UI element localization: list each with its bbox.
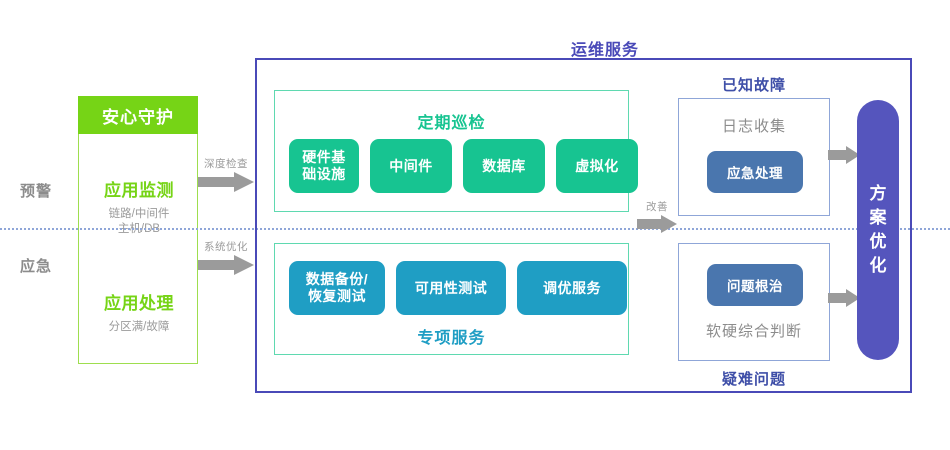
stage-label-emergency: 应急	[19, 258, 52, 275]
arrow-improve: 改善	[637, 201, 677, 233]
assurance-block-handling[interactable]: 应用处理 分区满/故障	[79, 289, 199, 335]
arrow-known-to-optimization	[828, 146, 860, 164]
stage-label-warning: 预警	[19, 183, 52, 200]
panel-special-service: 数据备份/ 恢复测试 可用性测试 调优服务 专项服务	[274, 243, 629, 355]
pill-char-2: 案	[869, 208, 887, 227]
assurance-block-monitor-sub: 链路/中间件 主机/DB	[79, 207, 199, 237]
chip-label-line-2: 恢复测试	[307, 288, 366, 304]
chip-label-line-1: 硬件基	[302, 149, 346, 165]
chip-virtualization[interactable]: 虚拟化	[556, 139, 638, 193]
assurance-block-monitor[interactable]: 应用监测 链路/中间件 主机/DB	[79, 176, 199, 237]
chip-availability-test[interactable]: 可用性测试	[396, 261, 506, 315]
arrow-right-icon	[828, 146, 860, 164]
chip-database[interactable]: 数据库	[463, 139, 545, 193]
assurance-group: 安心守护 应用监测 链路/中间件 主机/DB 应用处理 分区满/故障	[78, 96, 198, 364]
ops-service-frame	[255, 58, 912, 393]
known-fault-sub-label: 日志收集	[721, 118, 786, 135]
emergency-handling-button[interactable]: 应急处理	[707, 151, 803, 193]
chip-row-inspection: 硬件基 础设施 中间件 数据库 虚拟化	[289, 139, 638, 193]
chip-label-line-2: 础设施	[302, 166, 346, 182]
pill-char-1: 方	[869, 184, 887, 203]
arrow-system-optimize-label: 系统优化	[204, 241, 248, 253]
chip-tuning-service[interactable]: 调优服务	[517, 261, 627, 315]
chip-data-backup-recovery-test[interactable]: 数据备份/ 恢复测试	[289, 261, 385, 315]
arrow-right-icon	[198, 172, 254, 192]
chip-label: 调优服务	[543, 279, 601, 296]
chip-row-special: 数据备份/ 恢复测试 可用性测试 调优服务	[289, 261, 627, 315]
sub-line-1: 链路/中间件	[108, 208, 170, 220]
assurance-block-handling-title: 应用处理	[104, 294, 174, 313]
panel-regular-inspection-title: 定期巡检	[417, 115, 486, 132]
known-fault-box: 日志收集 应急处理	[678, 98, 830, 216]
hard-problem-box: 问题根治 软硬综合判断	[678, 243, 830, 361]
hard-problem-caption: 疑难问题	[721, 371, 786, 388]
optimization-pill[interactable]: 方 案 优 化	[857, 100, 899, 360]
assurance-block-monitor-title: 应用监测	[104, 181, 174, 200]
arrow-right-icon	[828, 289, 860, 307]
chip-middleware[interactable]: 中间件	[370, 139, 452, 193]
arrow-improve-label: 改善	[646, 201, 668, 213]
assurance-block-handling-sub: 分区满/故障	[108, 321, 170, 333]
stage-divider	[0, 228, 950, 230]
known-fault-caption: 已知故障	[721, 77, 786, 94]
chip-label: 可用性测试	[414, 279, 488, 296]
chip-label: 中间件	[389, 157, 433, 174]
arrow-right-icon	[198, 255, 254, 275]
assurance-body: 应用监测 链路/中间件 主机/DB 应用处理 分区满/故障	[78, 134, 198, 364]
pill-char-4: 化	[869, 256, 887, 275]
pill-char-3: 优	[869, 232, 887, 251]
chip-label-line-1: 数据备份/	[305, 271, 369, 287]
arrow-deep-check: 深度检查	[198, 158, 254, 192]
panel-special-service-title: 专项服务	[417, 330, 486, 347]
panel-regular-inspection: 定期巡检 硬件基 础设施 中间件 数据库 虚拟化	[274, 90, 638, 212]
hard-problem-sub-label: 软硬综合判断	[705, 323, 802, 340]
chip-label: 虚拟化	[575, 157, 619, 174]
arrow-system-optimize: 系统优化	[198, 241, 254, 275]
ops-service-title: 运维服务	[570, 42, 639, 59]
arrow-deep-check-label: 深度检查	[204, 158, 248, 170]
root-cause-fix-button[interactable]: 问题根治	[707, 264, 803, 306]
assurance-header: 安心守护	[78, 96, 198, 134]
chip-hardware-infra[interactable]: 硬件基 础设施	[289, 139, 359, 193]
arrow-right-icon	[637, 215, 677, 233]
chip-label: 数据库	[482, 157, 526, 174]
arrow-hard-to-optimization	[828, 289, 860, 307]
